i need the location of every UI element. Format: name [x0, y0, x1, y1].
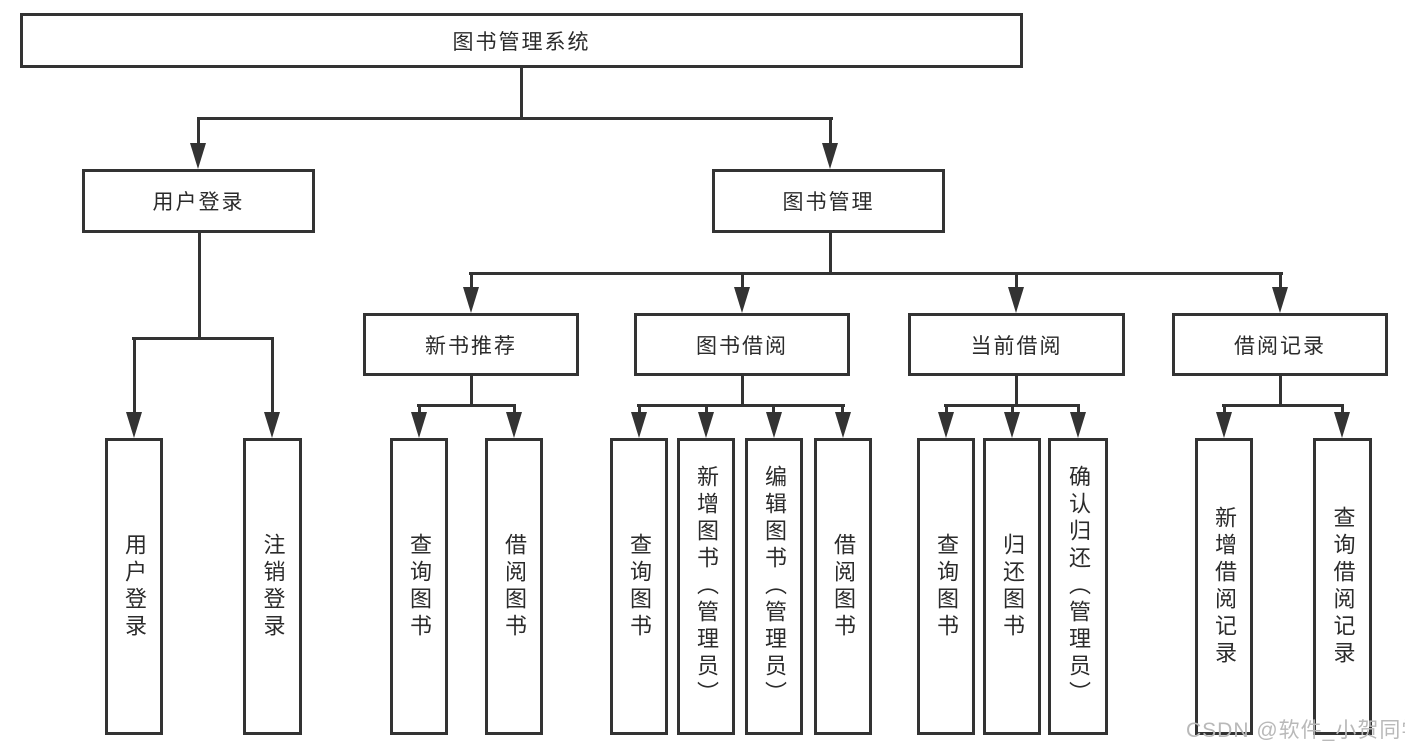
- arrow-down-icon: [126, 412, 142, 438]
- node-label: 借阅图书: [831, 532, 856, 641]
- node-label: 查询借阅记录: [1330, 505, 1356, 668]
- connector-line: [637, 404, 845, 407]
- arrow-down-icon: [1070, 412, 1086, 438]
- connector-line: [829, 233, 832, 275]
- node-library-management-system: 图书管理系统: [20, 13, 1023, 68]
- node-label: 借阅记录: [1234, 334, 1326, 358]
- connector-line: [1223, 407, 1226, 412]
- node-label: 注销登录: [260, 532, 286, 641]
- connector-line: [741, 376, 744, 407]
- leaf-edit-book-admin: 编辑图书（管理员）: [745, 438, 803, 735]
- node-label: 归还图书: [1000, 532, 1025, 641]
- node-label: 新书推荐: [425, 334, 517, 358]
- leaf-query-book-2: 查询图书: [610, 438, 668, 735]
- node-user-login: 用户登录: [82, 169, 315, 233]
- node-label: 新增图书（管理员）: [694, 465, 719, 708]
- leaf-confirm-return-admin: 确认归还（管理员）: [1048, 438, 1108, 735]
- arrow-down-icon: [822, 143, 838, 169]
- arrow-down-icon: [734, 287, 750, 313]
- node-borrow-record: 借阅记录: [1172, 313, 1388, 376]
- leaf-add-book-admin: 新增图书（管理员）: [677, 438, 735, 735]
- arrow-down-icon: [190, 143, 206, 169]
- arrow-down-icon: [938, 412, 954, 438]
- leaf-query-borrow-record: 查询借阅记录: [1313, 438, 1372, 735]
- connector-line: [520, 68, 523, 120]
- arrow-down-icon: [1334, 412, 1350, 438]
- arrow-down-icon: [1008, 287, 1024, 313]
- connector-line: [1341, 407, 1344, 412]
- connector-line: [1279, 376, 1282, 407]
- node-label: 查询图书: [627, 532, 652, 641]
- node-label: 确认归还（管理员）: [1066, 465, 1091, 708]
- leaf-return-book: 归还图书: [983, 438, 1041, 735]
- node-label: 新增借阅记录: [1212, 505, 1237, 668]
- leaf-add-borrow-record: 新增借阅记录: [1195, 438, 1253, 735]
- node-label: 用户登录: [152, 191, 245, 214]
- csdn-watermark: CSDN @软件_小贺同学: [1186, 719, 1405, 742]
- connector-line: [197, 120, 200, 146]
- connector-line: [1015, 376, 1018, 407]
- leaf-borrow-book-2: 借阅图书: [814, 438, 872, 735]
- connector-line: [1077, 407, 1080, 412]
- connector-line: [513, 407, 516, 412]
- connector-line: [829, 120, 832, 146]
- connector-line: [133, 340, 136, 412]
- node-label: 借阅图书: [502, 532, 527, 641]
- arrow-down-icon: [631, 412, 647, 438]
- node-book-management: 图书管理: [712, 169, 945, 233]
- leaf-borrow-book-1: 借阅图书: [485, 438, 543, 735]
- connector-line: [271, 340, 274, 412]
- leaf-query-book-1: 查询图书: [390, 438, 448, 735]
- node-label: 编辑图书（管理员）: [762, 465, 787, 708]
- connector-line: [418, 407, 421, 412]
- arrow-down-icon: [766, 412, 782, 438]
- connector-line: [638, 407, 641, 412]
- node-label: 图书管理: [782, 191, 875, 214]
- connector-line: [469, 272, 1283, 275]
- node-label: 查询图书: [407, 532, 432, 641]
- leaf-user-login: 用户登录: [105, 438, 163, 735]
- connector-line: [417, 404, 516, 407]
- connector-line: [197, 117, 833, 120]
- arrow-down-icon: [411, 412, 427, 438]
- arrow-down-icon: [264, 412, 280, 438]
- connector-line: [841, 407, 844, 412]
- node-new-book-recommend: 新书推荐: [363, 313, 579, 376]
- connector-line: [470, 376, 473, 407]
- node-book-borrow: 图书借阅: [634, 313, 850, 376]
- connector-line: [772, 407, 775, 412]
- node-label: 当前借阅: [970, 334, 1063, 358]
- node-label: 图书管理系统: [452, 30, 591, 54]
- node-label: 图书借阅: [696, 334, 788, 358]
- connector-line: [198, 233, 201, 339]
- leaf-query-book-3: 查询图书: [917, 438, 975, 735]
- arrow-down-icon: [1216, 412, 1232, 438]
- arrow-down-icon: [506, 412, 522, 438]
- node-label: 查询图书: [934, 532, 959, 641]
- connector-line: [945, 407, 948, 412]
- connector-line: [705, 407, 708, 412]
- node-current-borrow: 当前借阅: [908, 313, 1125, 376]
- arrow-down-icon: [463, 287, 479, 313]
- connector-line: [1015, 275, 1018, 287]
- connector-line: [470, 275, 473, 287]
- arrow-down-icon: [1272, 287, 1288, 313]
- connector-line: [741, 275, 744, 287]
- arrow-down-icon: [835, 412, 851, 438]
- arrow-down-icon: [698, 412, 714, 438]
- connector-line: [132, 337, 274, 340]
- arrow-down-icon: [1004, 412, 1020, 438]
- node-label: 用户登录: [122, 532, 147, 641]
- connector-line: [1222, 404, 1344, 407]
- connector-line: [1279, 275, 1282, 287]
- leaf-logout: 注销登录: [243, 438, 302, 735]
- connector-line: [944, 404, 1080, 407]
- connector-line: [1011, 407, 1014, 412]
